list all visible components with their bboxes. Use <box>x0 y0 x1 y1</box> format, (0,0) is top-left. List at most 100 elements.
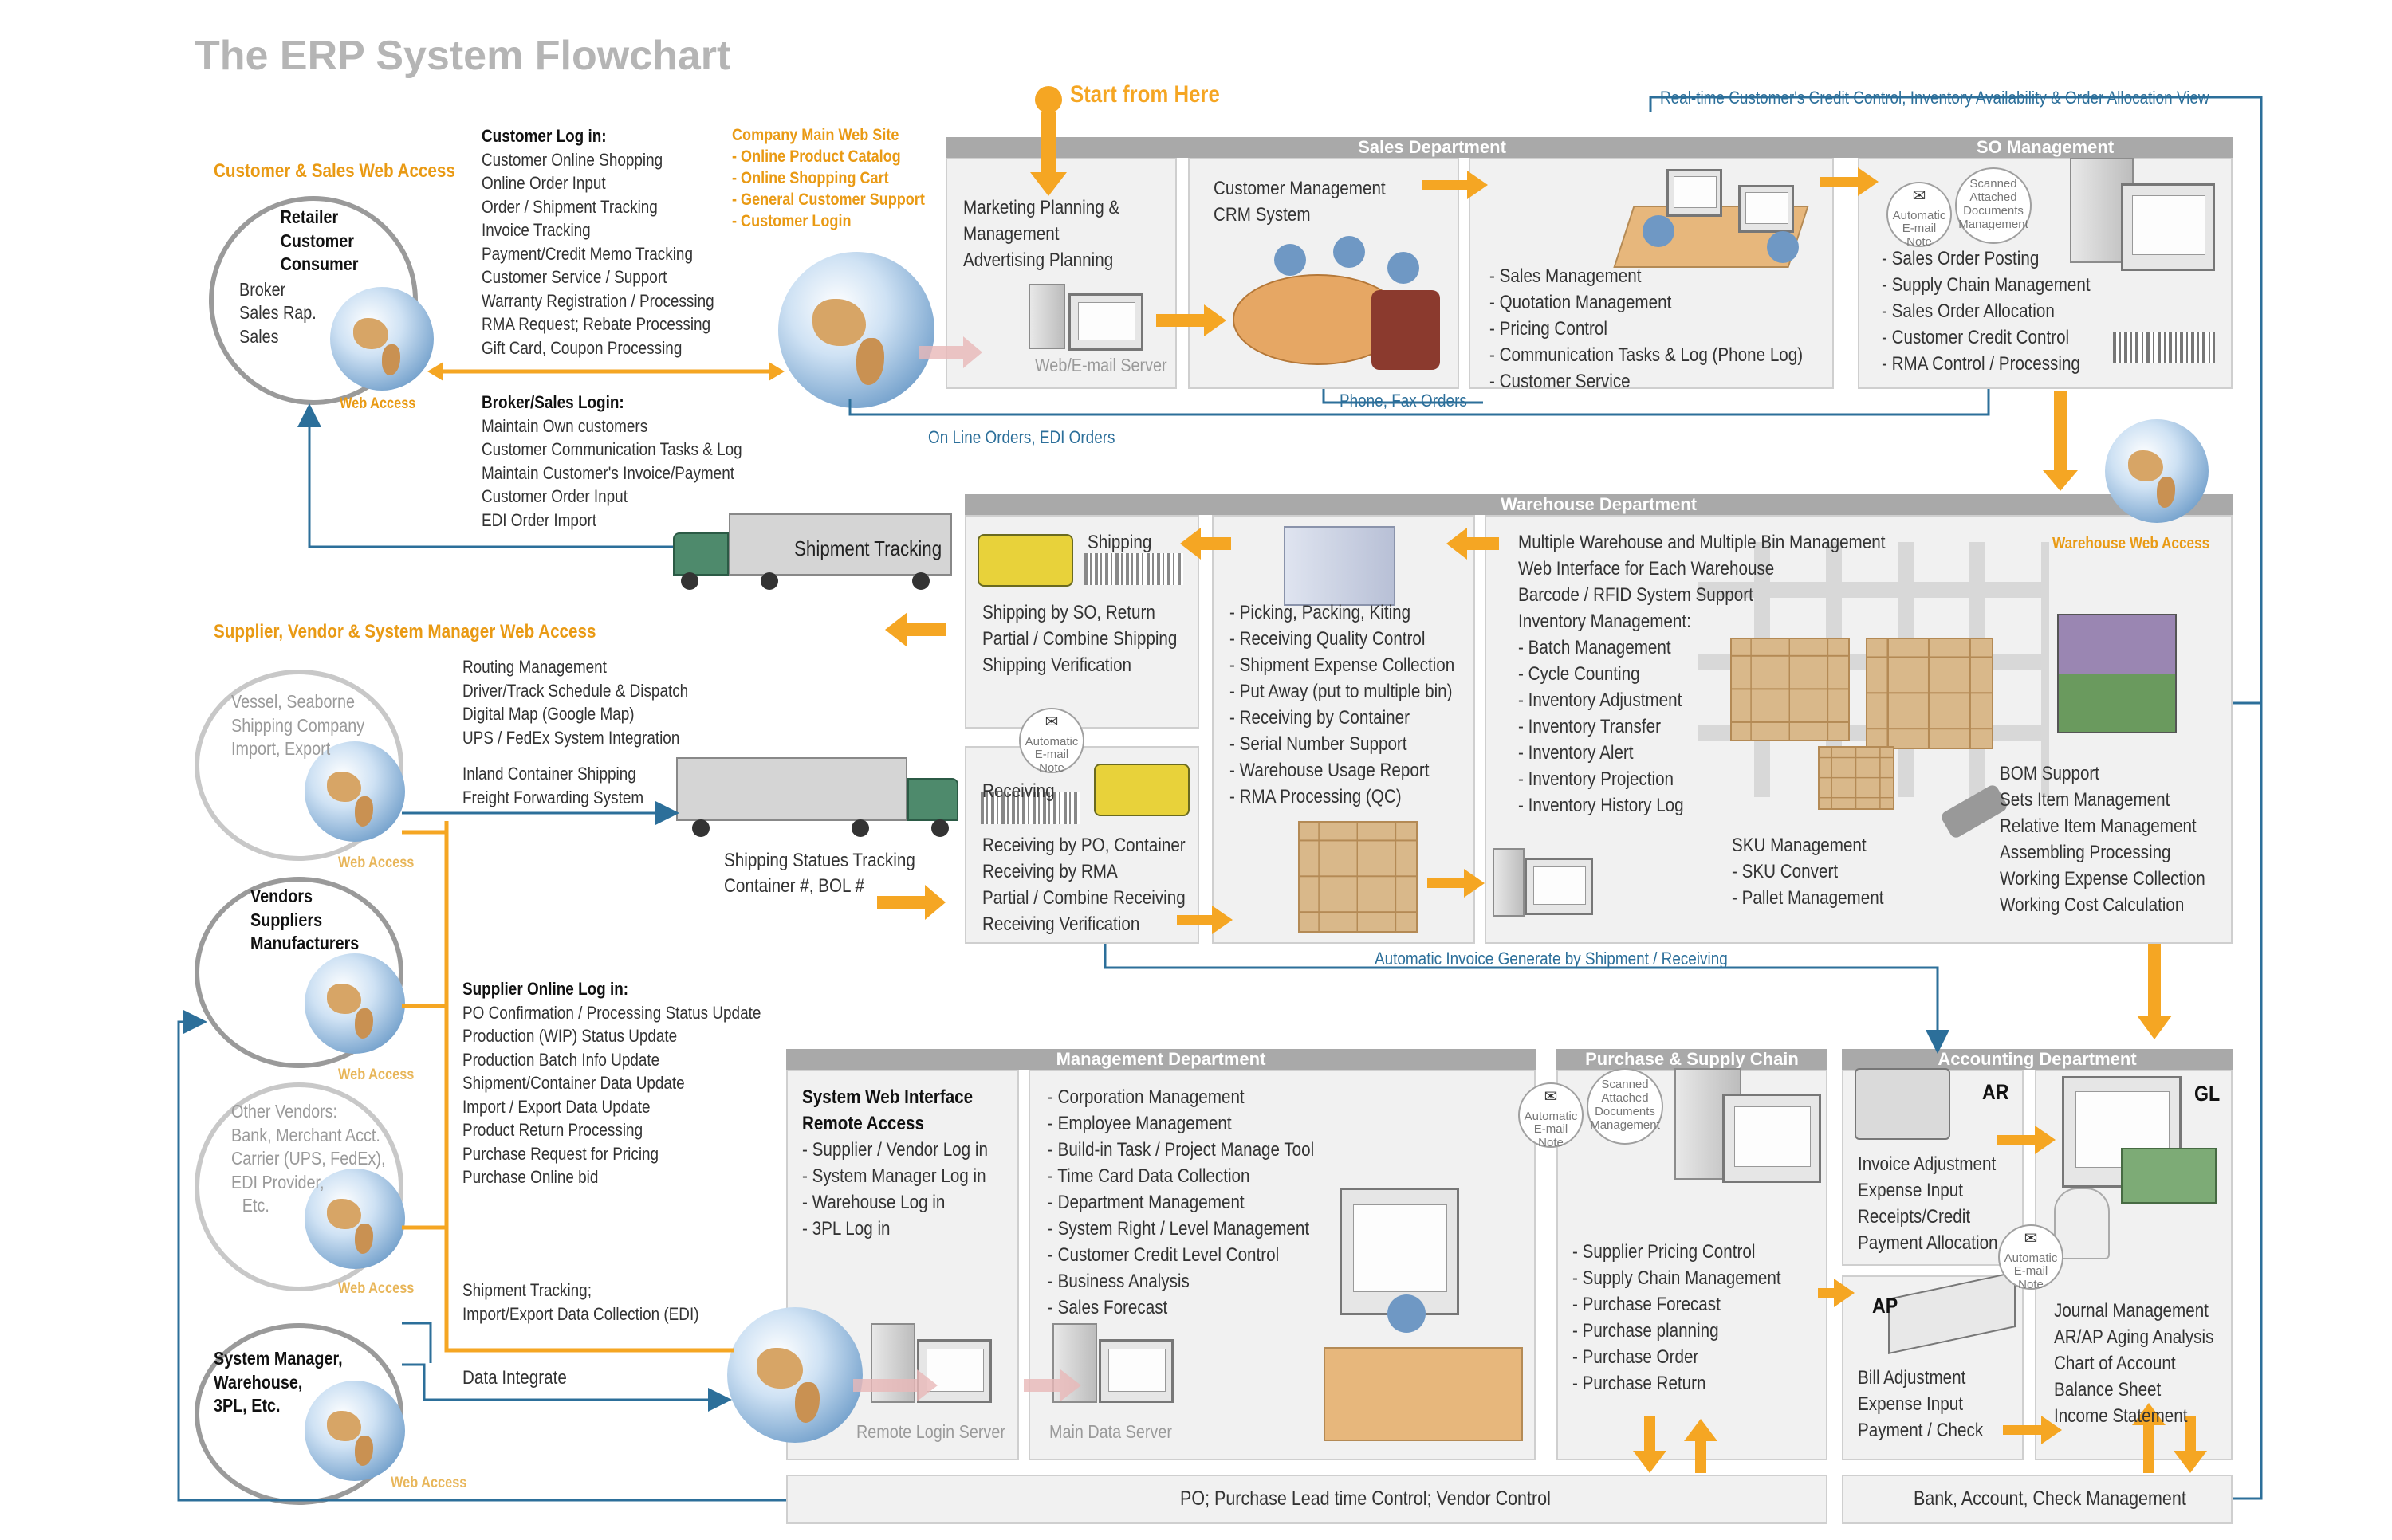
shipping-out-arrow <box>885 612 946 647</box>
purchase-list: - Supplier Pricing Control - Supply Chai… <box>1572 1241 1781 1394</box>
management-department-band: Management Department <box>786 1049 1536 1070</box>
vendors-circle-text: Vendors Suppliers Manufacturers <box>250 886 360 953</box>
warehouse-web-access-label: Warehouse Web Access <box>2052 535 2210 552</box>
management-person-icon <box>1387 1294 1426 1333</box>
vendors-globe <box>305 953 405 1054</box>
so-docs-badge: Scanned Attached Documents Management <box>1955 167 2032 244</box>
so-to-warehouse-arrow <box>2043 391 2078 491</box>
data-integrate-label: Data Integrate <box>462 1367 567 1389</box>
shipment-truck-icon <box>673 513 952 593</box>
shipment-tracking-edi-text: Shipment Tracking; Import/Export Data Co… <box>462 1280 699 1324</box>
ar-list: Invoice Adjustment Expense Input Receipt… <box>1858 1153 1998 1254</box>
vessel-globe <box>305 741 405 842</box>
web-email-monitor-icon <box>1068 293 1143 351</box>
money-stack-icon <box>2121 1148 2217 1204</box>
phone-fax-label: Phone, Fax Orders <box>1340 391 1467 411</box>
retailer-circle-text: Retailer Customer Consumer Broker Sales … <box>239 206 359 347</box>
barcode-icon <box>2113 332 2215 363</box>
shipping-forklift-icon <box>978 534 1073 587</box>
page-title: The ERP System Flowchart <box>195 33 731 79</box>
supplier-login-block: Supplier Online Log in: PO Confirmation … <box>462 979 761 1187</box>
system-manager-text: System Manager, Warehouse, 3PL, Etc. <box>214 1348 343 1416</box>
purchase-docs-badge: Scanned Attached Documents Management <box>1587 1068 1663 1145</box>
customer-arrow-left <box>427 362 443 381</box>
purchase-supply-chain-band: Purchase & Supply Chain <box>1556 1049 1827 1070</box>
management-list: - Corporation Management - Employee Mana… <box>1048 1086 1315 1318</box>
remote-login-server-label: Remote Login Server <box>856 1421 1005 1442</box>
web-email-server-icon <box>1029 284 1065 349</box>
shipping-list: Shipping by SO, Return Partial / Combine… <box>982 602 1178 676</box>
so-management-list: - Sales Order Posting - Supply Chain Man… <box>1882 248 2091 375</box>
other-vendors-web-access: Web Access <box>338 1280 415 1297</box>
receiving-forklift-icon <box>1094 764 1190 816</box>
receiving-list: Receiving by PO, Container Receiving by … <box>982 835 1186 935</box>
sales-monitor-2-icon <box>1738 185 1794 233</box>
other-vendors-text: Other Vendors: Bank, Merchant Acct. Carr… <box>231 1101 386 1216</box>
main-data-server-icon <box>1052 1323 1097 1403</box>
sales-monitor-1-icon <box>1666 169 1722 217</box>
gl-list: Journal Management AR/AP Aging Analysis … <box>2054 1300 2214 1427</box>
so-printer-icon <box>2121 183 2215 271</box>
inland-list: Inland Container Shipping Freight Forwar… <box>462 764 644 807</box>
bom-cubes-icon <box>2057 614 2177 733</box>
purchase-printer-icon <box>1722 1094 1821 1183</box>
remote-login-monitor-icon <box>917 1339 992 1403</box>
marketing-text: Marketing Planning & Management Advertis… <box>963 197 1120 271</box>
pallet-boxes-icon <box>1298 821 1418 933</box>
customer-web-access-small: Web Access <box>340 395 416 412</box>
other-vendors-line <box>402 1322 432 1363</box>
remote-access-globe <box>727 1307 863 1443</box>
realtime-label: Real-time Customer's Credit Control, Inv… <box>1660 88 2209 108</box>
sales-management-list: - Sales Management - Quotation Managemen… <box>1489 265 1804 392</box>
crm-chair-icon <box>1371 290 1440 370</box>
web-email-server-label: Web/E-mail Server <box>1035 355 1167 375</box>
warehouse-server-icon <box>1493 848 1525 917</box>
picking-list: - Picking, Packing, Kiting - Receiving Q… <box>1229 602 1455 807</box>
auto-invoice-label: Automatic Invoice Generate by Shipment /… <box>1375 949 1728 968</box>
company-web-block: Company Main Web Site - Online Product C… <box>732 126 925 230</box>
warehouse-globe <box>2105 419 2209 523</box>
inventory-list: Multiple Warehouse and Multiple Bin Mana… <box>1518 532 1886 816</box>
gl-email-badge: ✉ Automatic E-mail Note <box>1998 1224 2063 1291</box>
main-data-monitor-icon <box>1099 1339 1174 1403</box>
routing-list: Routing Management Driver/Track Schedule… <box>462 657 689 748</box>
main-data-server-label: Main Data Server <box>1049 1421 1172 1442</box>
management-chart-monitor-icon <box>1340 1188 1459 1315</box>
sales-person-1-icon <box>1643 215 1674 247</box>
vessel-web-access: Web Access <box>338 854 415 871</box>
ap-list: Bill Adjustment Expense Input Payment / … <box>1858 1367 1984 1441</box>
ap-label: AP <box>1872 1294 1898 1318</box>
warehouse-email-badge: ✉ Automatic E-mail Note <box>1019 708 1084 775</box>
vessel-circle-text: Vessel, Seaborne Shipping Company Import… <box>231 691 365 759</box>
cash-register-icon <box>1855 1068 1950 1140</box>
shipment-tracking-label: Shipment Tracking <box>794 536 942 560</box>
receiving-barcode-icon <box>981 792 1080 824</box>
customer-globe <box>330 287 434 391</box>
sales-person-2-icon <box>1767 231 1799 263</box>
shipping-barcode-icon <box>1084 553 1183 585</box>
vendor-bracket-line <box>402 830 447 1230</box>
crm-person-2-icon <box>1333 236 1365 268</box>
gl-label: GL <box>2194 1082 2221 1106</box>
customer-web-access-label: Customer & Sales Web Access <box>214 160 455 182</box>
warehouse-department-band: Warehouse Department <box>965 494 2233 515</box>
broker-login-block: Broker/Sales Login: Maintain Own custome… <box>482 392 742 530</box>
remote-login-server-icon <box>871 1323 915 1403</box>
sku-list: SKU Management - SKU Convert - Pallet Ma… <box>1732 835 1884 909</box>
sales-department-band: Sales Department <box>946 137 1918 158</box>
online-orders-label: On Line Orders, EDI Orders <box>928 427 1115 447</box>
start-label: Start from Here <box>1070 81 1220 108</box>
crm-person-3-icon <box>1387 252 1419 284</box>
system-manager-web-access: Web Access <box>391 1475 467 1491</box>
po-bar-label: PO; Purchase Lead time Control; Vendor C… <box>1180 1487 1551 1510</box>
warehouse-to-accounting-arrow <box>2137 944 2172 1039</box>
crm-text: Customer Management CRM System <box>1214 178 1386 226</box>
vendors-web-access: Web Access <box>338 1067 415 1083</box>
start-dot <box>1035 86 1062 113</box>
management-desk-icon <box>1324 1347 1523 1441</box>
bank-bar-label: Bank, Account, Check Management <box>1914 1487 2186 1510</box>
bom-list: BOM Support Sets Item Management Relativ… <box>2000 763 2205 916</box>
so-management-band: SO Management <box>1858 137 2233 158</box>
receiving-title: Receiving <box>982 780 1055 802</box>
company-web-globe <box>778 252 934 408</box>
